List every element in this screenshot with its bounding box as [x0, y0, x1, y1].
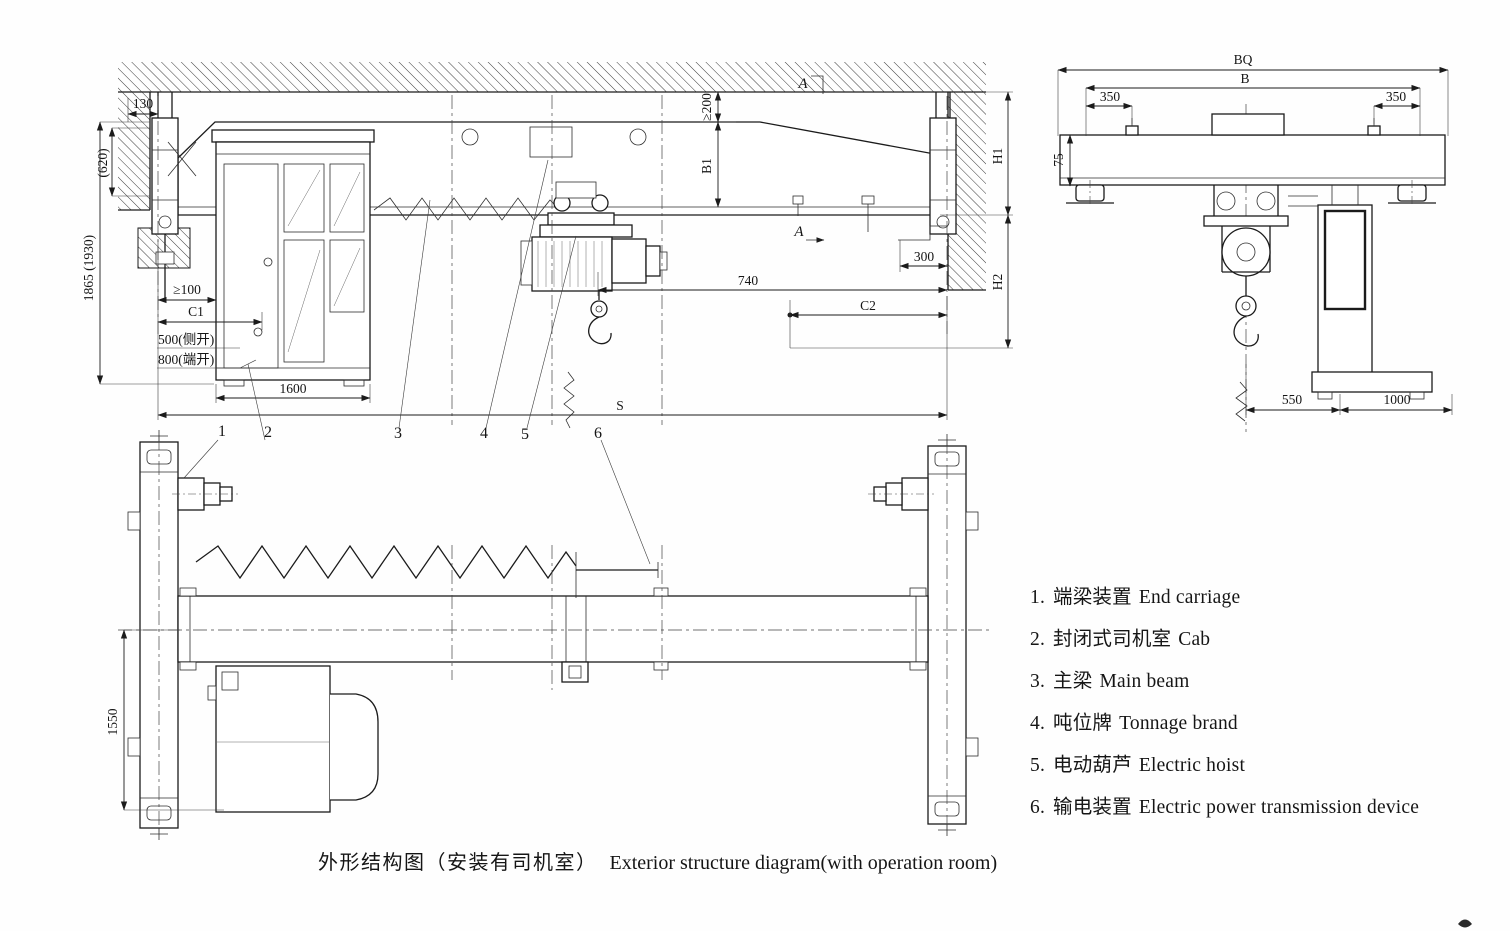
legend-label-zh: 端梁装置	[1053, 587, 1132, 608]
legend-item-main-beam: 3. 主梁 Main beam	[1030, 664, 1419, 693]
legend-label-en: Tonnage brand	[1119, 713, 1238, 734]
callout-3-main-beam: 3	[394, 425, 402, 442]
part-callouts: 1 2 3 4 5 6	[183, 159, 651, 565]
callout-5-electric-hoist: 5	[521, 426, 529, 443]
legend-number: 4.	[1030, 713, 1046, 734]
power-transmission-column	[1311, 185, 1433, 400]
dimension-lines	[96, 66, 1453, 811]
dim-s: S	[616, 398, 624, 413]
callout-1-end-carriage: 1	[218, 423, 226, 440]
legend-number: 2.	[1030, 629, 1046, 650]
dimension-labels: 130 (620) 1865 (1930) ≥100 C1 500(侧开) 80…	[81, 52, 1411, 736]
dim-ge100: ≥100	[173, 282, 201, 297]
dim-bq: BQ	[1234, 52, 1253, 67]
plan-view	[127, 430, 979, 840]
dim-800-end: 800(端开)	[158, 352, 214, 367]
dim-1550: 1550	[105, 708, 120, 735]
legend-number: 3.	[1030, 671, 1046, 692]
dim-350-left: 350	[1100, 89, 1121, 104]
dim-550: 550	[1282, 392, 1303, 407]
legend-item-electric-hoist: 5. 电动葫芦 Electric hoist	[1030, 748, 1419, 777]
legend-label-zh: 电动葫芦	[1053, 755, 1132, 776]
electric-hoist-elevation	[520, 181, 668, 292]
dim-1865-1930: 1865 (1930)	[81, 235, 96, 301]
legend-number: 5.	[1030, 755, 1046, 776]
dim-130: 130	[133, 96, 154, 111]
end-view-wheels	[1066, 180, 1436, 206]
electric-hoist-end-view	[1203, 185, 1318, 277]
dim-h2: H2	[990, 274, 1005, 291]
dim-620: (620)	[95, 148, 110, 177]
dim-1000: 1000	[1384, 392, 1411, 407]
dim-h1: H1	[990, 148, 1005, 165]
end-carriage-left-plan	[127, 430, 179, 840]
dim-c1: C1	[188, 304, 204, 319]
hook-elevation	[563, 291, 612, 429]
legend-label-en: Main beam	[1099, 671, 1190, 692]
end-view	[1059, 104, 1446, 432]
caption-zh: 外形结构图（安装有司机室）	[318, 852, 598, 874]
section-a-mid: A	[793, 224, 804, 240]
figure-caption: 外形结构图（安装有司机室） Exterior structure diagram(…	[318, 846, 997, 875]
dim-75: 75	[1051, 153, 1066, 167]
legend-label-zh: 主梁	[1053, 671, 1093, 692]
legend-item-tonnage-brand: 4. 吨位牌 Tonnage brand	[1030, 706, 1419, 735]
legend-number: 1.	[1030, 587, 1046, 608]
callout-2-cab: 2	[264, 424, 272, 441]
legend-label-zh: 吨位牌	[1053, 713, 1113, 734]
legend-label-zh: 输电装置	[1053, 797, 1132, 818]
legend-label-en: End carriage	[1138, 587, 1241, 608]
travel-motor-right	[868, 477, 934, 511]
dim-500-side: 500(侧开)	[158, 332, 214, 347]
section-marks	[806, 75, 825, 243]
dim-1600: 1600	[280, 381, 307, 396]
end-carriage-right-elevation	[792, 92, 957, 241]
legend-number: 6.	[1030, 797, 1046, 818]
dim-c2: C2	[860, 298, 876, 313]
section-a-top: A	[797, 76, 808, 92]
festoon-cable-plan	[195, 544, 659, 598]
legend-item-power-device: 6. 输电装置 Electric power transmission device	[1030, 790, 1419, 819]
main-beam-plan	[177, 587, 929, 683]
elevation-view	[151, 75, 957, 429]
legend-label-zh: 封闭式司机室	[1053, 629, 1172, 650]
callout-6-power-device: 6	[594, 425, 602, 442]
cab-plan	[207, 665, 379, 813]
legend: 1. 端梁装置 End carriage 2. 封闭式司机室 Cab 3. 主梁 Main …	[1030, 580, 1419, 832]
legend-label-en: Electric hoist	[1138, 755, 1246, 776]
tonnage-brand	[529, 126, 573, 158]
dim-ge200: ≥200	[699, 93, 714, 121]
legend-label-en: Electric power transmission device	[1138, 797, 1420, 818]
cab-elevation	[211, 129, 375, 387]
callout-4-tonnage-brand: 4	[480, 425, 488, 442]
dim-b: B	[1240, 71, 1249, 86]
caption-en: Exterior structure diagram(with operatio…	[609, 852, 998, 874]
end-carriage-right-plan	[927, 434, 979, 836]
legend-item-end-carriage: 1. 端梁装置 End carriage	[1030, 580, 1419, 609]
scan-artifact	[1458, 919, 1472, 928]
travel-motor-left	[172, 477, 238, 511]
dim-350-right: 350	[1386, 89, 1407, 104]
dim-740: 740	[738, 273, 759, 288]
legend-label-en: Cab	[1178, 629, 1211, 650]
dim-300: 300	[914, 249, 935, 264]
legend-item-cab: 2. 封闭式司机室 Cab	[1030, 622, 1419, 651]
dim-b1: B1	[699, 158, 714, 174]
